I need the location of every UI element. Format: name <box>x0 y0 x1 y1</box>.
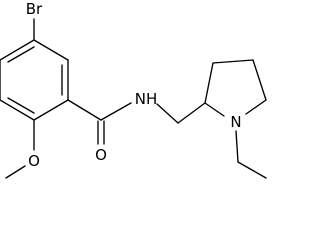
bond-carbonyl-nitrogen <box>100 102 132 121</box>
bond-ethyl-methyl <box>237 161 267 179</box>
pyrrolidine-ring <box>204 59 267 117</box>
molecule-structure-diagram: Br O O NH N <box>0 0 267 179</box>
bond-methylene-ring <box>177 102 206 124</box>
bond-nitrogen-methylene <box>156 103 179 124</box>
bond-oxygen-methyl <box>5 165 26 179</box>
bond-ring-carbonyl <box>67 99 102 121</box>
amide-nitrogen-label: NH <box>135 90 158 108</box>
bromine-label: Br <box>26 0 43 18</box>
ring-nitrogen-label: N <box>230 113 241 131</box>
methoxy-oxygen-label: O <box>28 152 40 170</box>
benzene-ring <box>0 39 69 121</box>
amide-oxygen-label: O <box>95 146 107 164</box>
bond-nitrogen-ethyl <box>235 130 239 163</box>
